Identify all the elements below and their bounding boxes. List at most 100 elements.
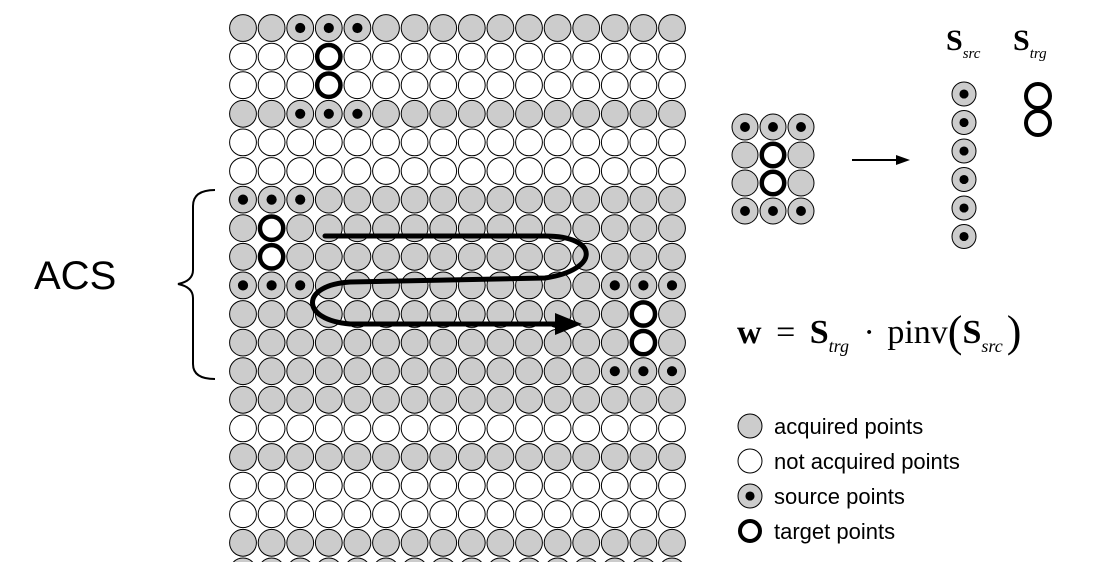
formula-eq: = (776, 314, 795, 351)
formula-dot: · (864, 314, 875, 351)
acquired-point (515, 14, 543, 42)
not-acquired-point (372, 128, 400, 157)
acquired-point (257, 99, 286, 128)
legend-item-target: target points (738, 519, 895, 544)
not-acquired-point (257, 500, 286, 529)
acquired-point (457, 528, 486, 557)
acquired-point (289, 557, 311, 562)
acquired-point (629, 185, 658, 214)
acquired-point (429, 271, 458, 300)
acquired-point (400, 328, 429, 357)
acquired-point (314, 528, 343, 557)
acquired-point (375, 557, 397, 562)
acquired-point (400, 185, 429, 214)
acquired-point (600, 14, 629, 42)
acquired-point (457, 271, 486, 300)
acquired-point (429, 14, 458, 42)
acquired-point (572, 14, 601, 42)
weights-formula: w = Strg · pinv(Ssrc) (737, 307, 1021, 360)
acquired-point (457, 99, 486, 128)
acquired-point (286, 385, 315, 414)
s-src-point (951, 81, 977, 107)
not-acquired-point (372, 157, 400, 185)
legend-marker-source (737, 483, 763, 509)
not-acquired-point (343, 157, 372, 185)
s-src-heading: Ssrc (946, 24, 981, 62)
kernel-acquired-point (787, 169, 815, 197)
not-acquired-point (486, 42, 515, 71)
not-acquired-point (314, 128, 343, 157)
acquired-point (229, 99, 257, 128)
acquired-point (261, 557, 282, 562)
acquired-point (629, 528, 658, 557)
acquired-point (343, 385, 372, 414)
acquired-point (543, 443, 572, 471)
acquired-point (658, 328, 686, 357)
acquired-point (314, 242, 343, 271)
acquired-point (515, 357, 543, 386)
acquired-point (457, 14, 486, 42)
target-point (630, 300, 657, 328)
target-point (315, 43, 343, 70)
legend-label: acquired points (774, 414, 923, 439)
not-acquired-point (486, 500, 515, 529)
kernel-source-point (787, 197, 815, 225)
acquired-point (229, 528, 257, 557)
acquired-point (429, 185, 458, 214)
not-acquired-point (429, 71, 458, 100)
legend-label: target points (774, 519, 895, 544)
acquired-point (486, 443, 515, 471)
acquired-point (486, 242, 515, 271)
acquired-point (232, 557, 254, 562)
source-point (343, 99, 372, 128)
acquired-point (629, 443, 658, 471)
acquired-point (343, 242, 372, 271)
not-acquired-point (429, 471, 458, 500)
source-point (600, 357, 629, 386)
kernel-source-point (759, 197, 787, 225)
acquired-point (257, 300, 286, 328)
legend-item-source: source points (737, 483, 905, 509)
acquired-point (429, 242, 458, 271)
not-acquired-point (658, 71, 686, 100)
acquired-point (257, 328, 286, 357)
not-acquired-point (286, 157, 315, 185)
not-acquired-point (286, 471, 315, 500)
acquired-point (629, 242, 658, 271)
source-point (286, 14, 315, 42)
acquired-point (286, 328, 315, 357)
acquired-point (343, 185, 372, 214)
acquired-point (318, 557, 340, 562)
acquired-point (572, 271, 601, 300)
not-acquired-point (486, 471, 515, 500)
not-acquired-point (343, 500, 372, 529)
not-acquired-point (629, 157, 658, 185)
acquired-point (575, 557, 597, 562)
acquired-point (286, 528, 315, 557)
not-acquired-point (457, 128, 486, 157)
not-acquired-point (314, 157, 343, 185)
acquired-point (629, 99, 658, 128)
not-acquired-point (543, 500, 572, 529)
acquired-point (257, 528, 286, 557)
acquired-point (429, 300, 458, 328)
acquired-point (543, 357, 572, 386)
source-point (286, 185, 315, 214)
svg-text:w = Strg ·: w = Strg · pinv(Ssrc) (737, 307, 1021, 360)
acquired-point (400, 385, 429, 414)
not-acquired-point (600, 157, 629, 185)
acquired-point (400, 300, 429, 328)
not-acquired-point (229, 71, 257, 100)
source-point (229, 271, 257, 300)
not-acquired-point (429, 128, 458, 157)
acquired-point (343, 528, 372, 557)
acquired-point (457, 328, 486, 357)
not-acquired-point (429, 157, 458, 185)
not-acquired-point (314, 500, 343, 529)
acquired-point (314, 385, 343, 414)
acquired-point (600, 385, 629, 414)
not-acquired-point (400, 71, 429, 100)
acquired-point (572, 328, 601, 357)
s-src-vector (951, 81, 977, 249)
acquired-point (400, 99, 429, 128)
